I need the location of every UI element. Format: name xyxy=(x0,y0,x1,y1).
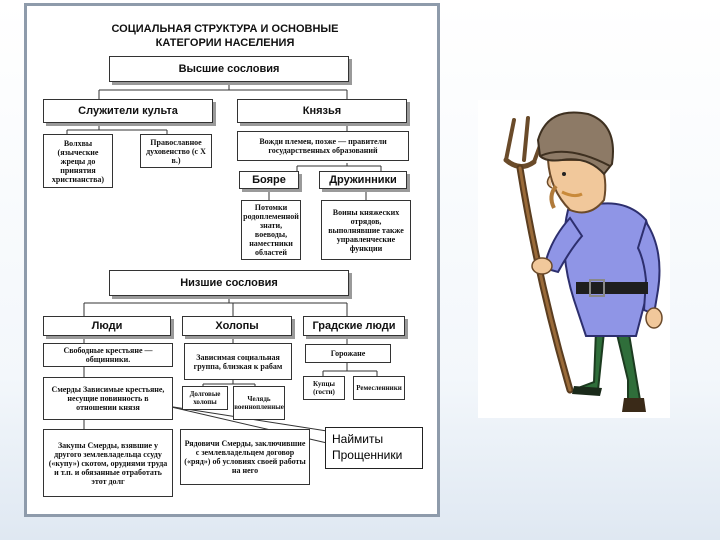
hired-workers-callout: Наймиты Прощенники xyxy=(325,427,423,469)
title-line-1: СОЦИАЛЬНАЯ СТРУКТУРА И ОСНОВНЫЕ xyxy=(111,23,339,35)
boyars-box: Бояре xyxy=(239,171,299,189)
diagram-panel: СОЦИАЛЬНАЯ СТРУКТУРА И ОСНОВНЫЕ КАТЕГОРИ… xyxy=(24,3,440,517)
peasant-icon xyxy=(503,111,663,412)
craftsmen-box: Ремесленники xyxy=(353,376,405,400)
ryadovichi-box: Рядовичи Смерды, заключившие с землевлад… xyxy=(180,429,310,485)
lyudi-box: Люди xyxy=(43,316,171,336)
kholopy-box: Холопы xyxy=(182,316,292,336)
callout-line-proshchenniki: Прощенники xyxy=(332,448,403,462)
peasant-with-pitchfork-illustration xyxy=(478,100,670,418)
townsfolk-box: Градские люди xyxy=(303,316,405,336)
clergy-box: Служители культа xyxy=(43,99,213,123)
free-peasants-box: Свободные крестьяне — общинники. xyxy=(43,343,173,367)
zakupy-box: Закупы Смерды, взявшие у другого землевл… xyxy=(43,429,173,497)
druzhina-description-box: Воины княжеских отрядов, выполнявшие так… xyxy=(321,200,411,260)
dependent-group-box: Зависимая социальная группа, близкая к р… xyxy=(184,343,292,380)
lower-estates-box: Низшие сословия xyxy=(109,270,349,296)
tribal-leaders-box: Вожди племен, позже — правители государс… xyxy=(237,131,409,161)
debt-kholopy-box: Долговые холопы xyxy=(182,386,228,410)
title-line-2: КАТЕГОРИИ НАСЕЛЕНИЯ xyxy=(155,37,295,49)
callout-line-naimity: Наймиты xyxy=(332,432,384,446)
orthodox-clergy-box: Православное духовенство (с X в.) xyxy=(140,134,212,168)
upper-estates-box: Высшие сословия xyxy=(109,56,349,82)
diagram-title: СОЦИАЛЬНАЯ СТРУКТУРА И ОСНОВНЫЕ КАТЕГОРИ… xyxy=(85,22,365,50)
volkhvy-box: Волхвы (языческие жрецы до принятия хрис… xyxy=(43,134,113,188)
druzhina-box: Дружинники xyxy=(319,171,407,189)
smerdy-box: Смерды Зависимые крестьяне, несущие пови… xyxy=(43,377,173,420)
boyars-description-box: Потомки родоплеменной знати, воеводы, на… xyxy=(241,200,301,260)
gorozhane-box: Горожане xyxy=(305,344,391,363)
merchants-box: Купцы (гости) xyxy=(303,376,345,400)
princes-box: Князья xyxy=(237,99,407,123)
chelyad-box: Челядь (военнопленные) xyxy=(233,386,285,420)
